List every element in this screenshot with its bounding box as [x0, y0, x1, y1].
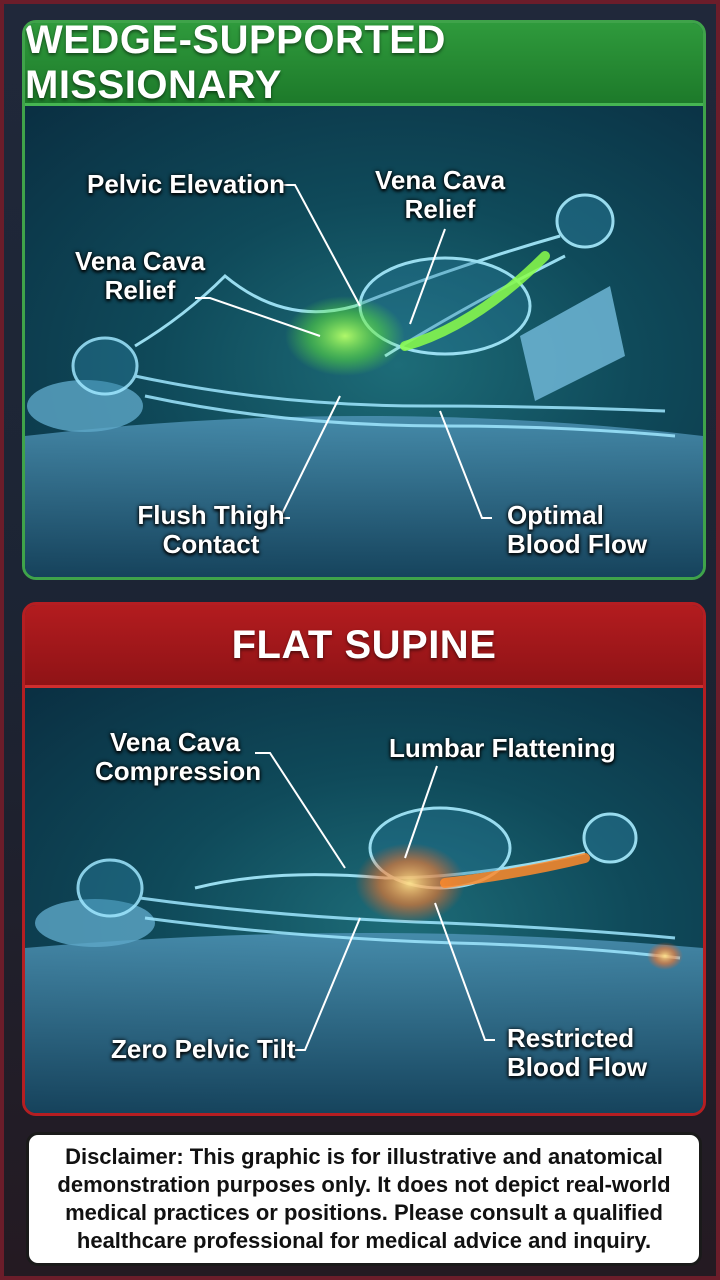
label-optimal-blood-flow: Optimal Blood Flow: [507, 500, 648, 559]
flat-supine-title: FLAT SUPINE: [25, 605, 703, 688]
lower-figure: [71, 336, 676, 438]
label-zero-pelvic-tilt: Zero Pelvic Tilt: [111, 1034, 296, 1064]
pelvis-glow: [285, 296, 405, 376]
label-vena-cava-relief-left: Vena Cava Relief: [75, 246, 206, 305]
label-restricted-blood-flow: Restricted Blood Flow: [507, 1023, 648, 1082]
lower-figure: [76, 858, 681, 960]
mattress: [25, 933, 703, 1113]
disclaimer-box: Disclaimer: This graphic is for illustra…: [26, 1132, 702, 1266]
spine-glow: [400, 251, 550, 351]
label-pelvic-elevation: Pelvic Elevation: [87, 169, 285, 199]
wedge-scene: Pelvic Elevation Vena Cava Relief Vena C…: [25, 106, 703, 577]
label-flush-thigh-contact: Flush Thigh Contact: [137, 500, 285, 559]
wedge-panel: WEDGE-SUPPORTED MISSIONARY: [22, 20, 706, 580]
wedge-cushion: [520, 286, 625, 401]
wedge-title: WEDGE-SUPPORTED MISSIONARY: [25, 23, 703, 107]
leader-lines: [195, 184, 492, 519]
wedge-illustration: [25, 184, 703, 577]
label-vena-cava-relief-right: Vena Cava Relief: [375, 165, 506, 224]
spine-glow: [440, 853, 590, 888]
ankle-glow: [647, 942, 683, 970]
flat-supine-panel: FLAT SUPINE: [22, 602, 706, 1116]
label-vena-cava-compression: Vena Cava Compression: [95, 727, 262, 786]
flat-supine-scene: Vena Cava Compression Lumbar Flattening …: [25, 688, 703, 1113]
disclaimer-text: Disclaimer: This graphic is for illustra…: [57, 1144, 671, 1253]
leader-lines: [255, 752, 495, 1051]
lumbar-glow: [355, 843, 465, 923]
label-lumbar-flattening: Lumbar Flattening: [389, 733, 616, 763]
pillow: [35, 899, 155, 947]
mattress: [25, 416, 703, 577]
flat-supine-illustration: [25, 752, 703, 1113]
